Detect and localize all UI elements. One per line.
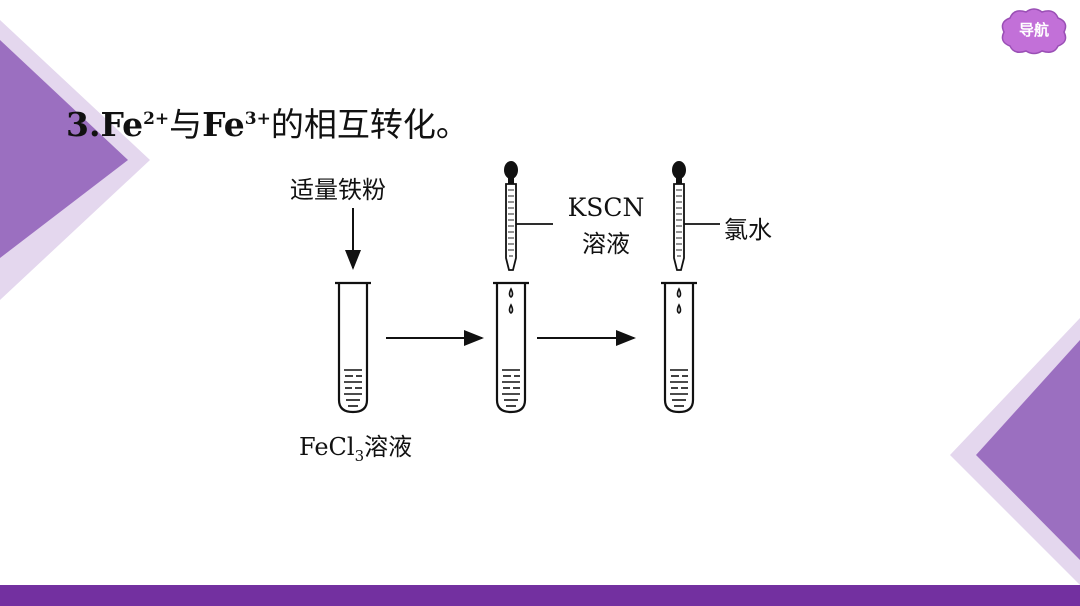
label-kscn-solution: 溶液 xyxy=(582,230,630,258)
dropper-2 xyxy=(672,161,720,271)
heading-ion-2: Fe xyxy=(202,105,245,144)
section-heading: 3.Fe2+与Fe3+的相互转化。 xyxy=(66,98,469,146)
bottom-bar xyxy=(0,585,1080,606)
label-fecl3-solution: FeCl3溶液 xyxy=(299,427,412,465)
heading-ion-1: Fe xyxy=(100,105,144,144)
label-chlorine-water: 氯水 xyxy=(724,216,772,244)
fecl3-prefix: FeCl xyxy=(299,433,355,461)
test-tube-2 xyxy=(493,281,529,414)
heading-number: 3. xyxy=(66,105,101,144)
heading-ion-2-charge: 3+ xyxy=(244,109,271,129)
cloud-badge-icon xyxy=(1001,8,1067,55)
test-tube-3 xyxy=(661,281,697,414)
label-kscn: KSCN xyxy=(567,193,645,222)
fecl3-suffix: 溶液 xyxy=(364,433,413,461)
label-iron-powder: 适量铁粉 xyxy=(290,176,386,204)
nav-label: 导航 xyxy=(1018,21,1049,39)
heading-connector: 与 xyxy=(169,105,203,144)
dropper-1 xyxy=(504,161,553,271)
nav-button[interactable]: 导航 xyxy=(998,6,1070,56)
heading-ion-1-charge: 2+ xyxy=(143,109,170,129)
heading-suffix: 的相互转化。 xyxy=(270,105,469,144)
fecl3-subscript: 3 xyxy=(354,446,365,465)
test-tube-1 xyxy=(335,281,371,414)
